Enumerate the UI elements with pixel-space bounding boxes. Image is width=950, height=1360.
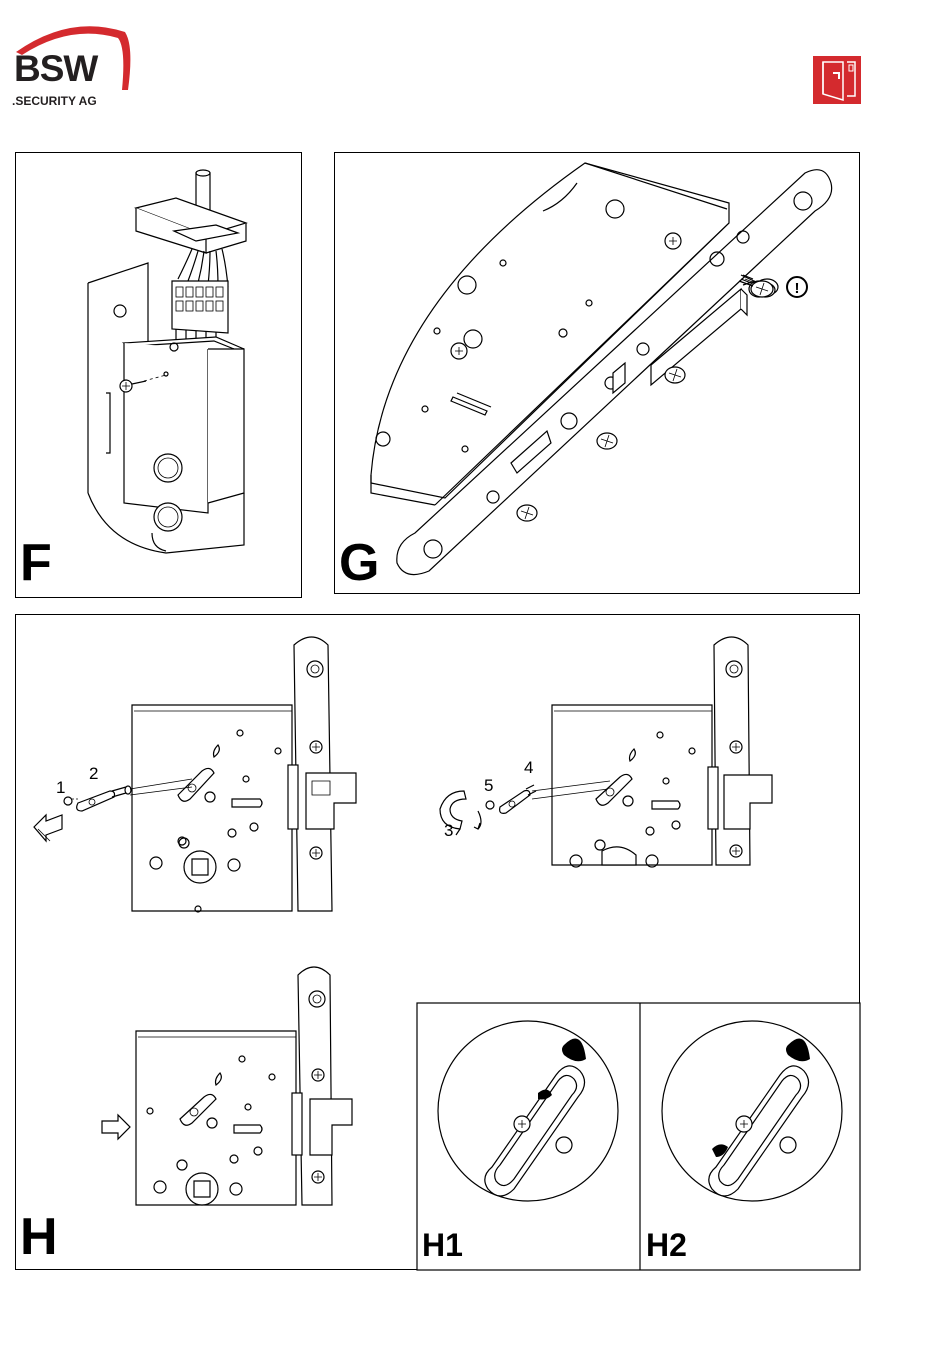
- brand-logo: BSW .SECURITY AG: [10, 22, 135, 112]
- panel-h1-label: H1: [422, 1229, 463, 1261]
- brand-name: BSW: [14, 48, 97, 90]
- step-number-5: 5: [484, 776, 493, 796]
- panel-h: 1 2 3 4 5 H H1 H2: [15, 614, 860, 1270]
- warning-icon: !: [795, 280, 800, 297]
- h2-detail: [662, 1021, 842, 1201]
- panel-g: ! G: [334, 152, 860, 594]
- h1-detail: [438, 1021, 618, 1201]
- screw-icon: [517, 505, 537, 521]
- panel-h-label: H: [20, 1211, 58, 1263]
- lock-body-reassembled: [102, 967, 352, 1205]
- panel-f-label: F: [20, 537, 52, 589]
- panel-f: F: [15, 152, 302, 598]
- follower-adjustment-illustration: [16, 615, 861, 1271]
- step-number-3: 3: [444, 821, 453, 841]
- brand-subtitle: .SECURITY AG: [12, 94, 97, 108]
- arrow-left-icon: [34, 815, 62, 841]
- panel-g-label: G: [339, 537, 379, 589]
- cable-connector-illustration: [16, 153, 303, 599]
- door-handle-icon: [813, 56, 861, 104]
- step-number-4: 4: [524, 758, 533, 778]
- screw-icon: [665, 367, 685, 383]
- panel-h2-label: H2: [646, 1229, 687, 1261]
- step-number-1: 1: [56, 778, 65, 798]
- lock-body-fitting-illustration: !: [335, 153, 861, 595]
- lock-body-step-3-5: [440, 637, 772, 867]
- screw-icon: [597, 433, 617, 449]
- arrow-right-icon: [102, 1115, 130, 1139]
- step-number-2: 2: [89, 764, 98, 784]
- lock-body-step-1-2: [34, 637, 356, 912]
